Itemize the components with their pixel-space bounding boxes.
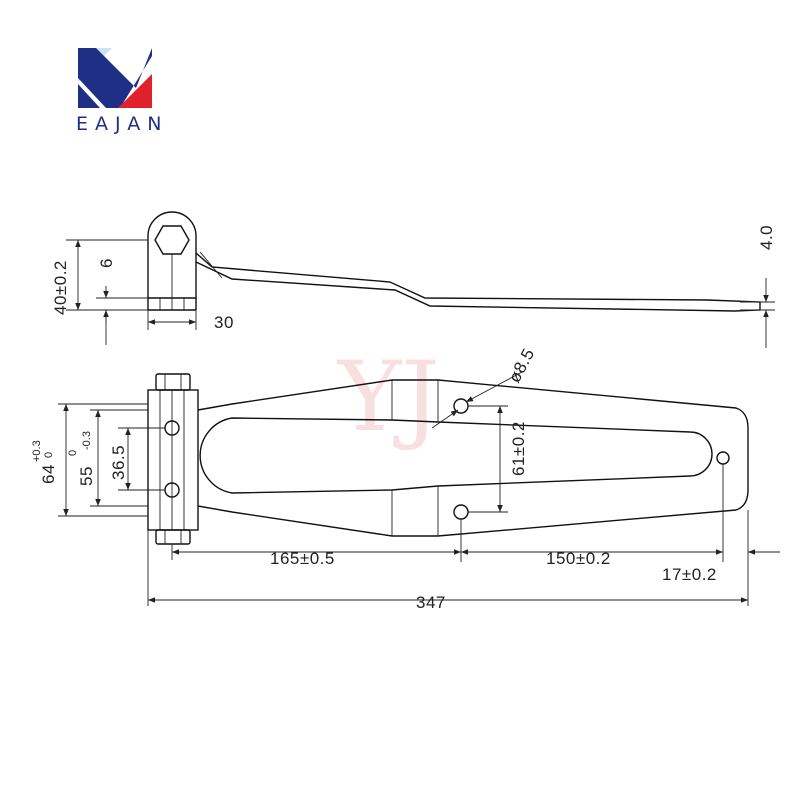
top-knuckle <box>147 389 199 531</box>
dim-hinge-to-holes: 165±0.5 <box>270 549 335 568</box>
dim-holes-to-end-hole: 150±0.2 <box>546 549 611 568</box>
logo-red-triangle <box>118 74 152 108</box>
side-knuckle <box>147 211 197 299</box>
dim-leaf-width-tol-lower: -0.3 <box>81 431 93 450</box>
dim-side-thickness: 4.0 <box>757 225 776 250</box>
dim-hole-diameter: ø8.5 <box>505 345 539 386</box>
dim-overall-length: 347 <box>416 593 446 612</box>
side-leaf <box>195 252 761 312</box>
watermark-text: YJ <box>336 341 440 453</box>
top-leaf-outline <box>197 379 749 537</box>
hinge-top-view: ø8.5 61±0.2 64 +0.3 0 55 0 -0.3 36.5 1 <box>31 345 780 612</box>
dim-side-height: 40±0.2 <box>51 260 70 315</box>
dim-overall-width-tol-upper: +0.3 <box>31 440 43 462</box>
dim-end-hole-offset: 17±0.2 <box>662 565 717 584</box>
side-hex-bolt <box>154 225 190 255</box>
logo-blue-corner <box>78 84 100 108</box>
leaf-end-hole <box>716 451 730 465</box>
dim-knuckle-hole-spacing: 36.5 <box>109 445 128 480</box>
top-bolt-head <box>155 373 191 391</box>
brand-logo: EAJAN <box>76 48 168 135</box>
dim-side-knuckle-width: 30 <box>214 313 234 332</box>
brand-name: EAJAN <box>76 113 168 135</box>
leaf-hole-bottom <box>453 504 469 520</box>
top-leaf-slot <box>199 417 713 494</box>
dim-overall-width-tol-lower: 0 <box>43 452 55 458</box>
dim-hole-spacing-vertical: 61±0.2 <box>509 421 528 476</box>
dim-side-hex: 6 <box>97 258 116 268</box>
top-nut <box>155 529 191 545</box>
dim-overall-width: 64 <box>39 464 58 484</box>
dim-leaf-width-tol-upper: 0 <box>67 450 79 456</box>
logo-blue-stripe <box>78 48 152 108</box>
hinge-side-view: 40±0.2 6 30 4.0 <box>51 211 776 348</box>
dim-leaf-width: 55 <box>77 466 96 486</box>
